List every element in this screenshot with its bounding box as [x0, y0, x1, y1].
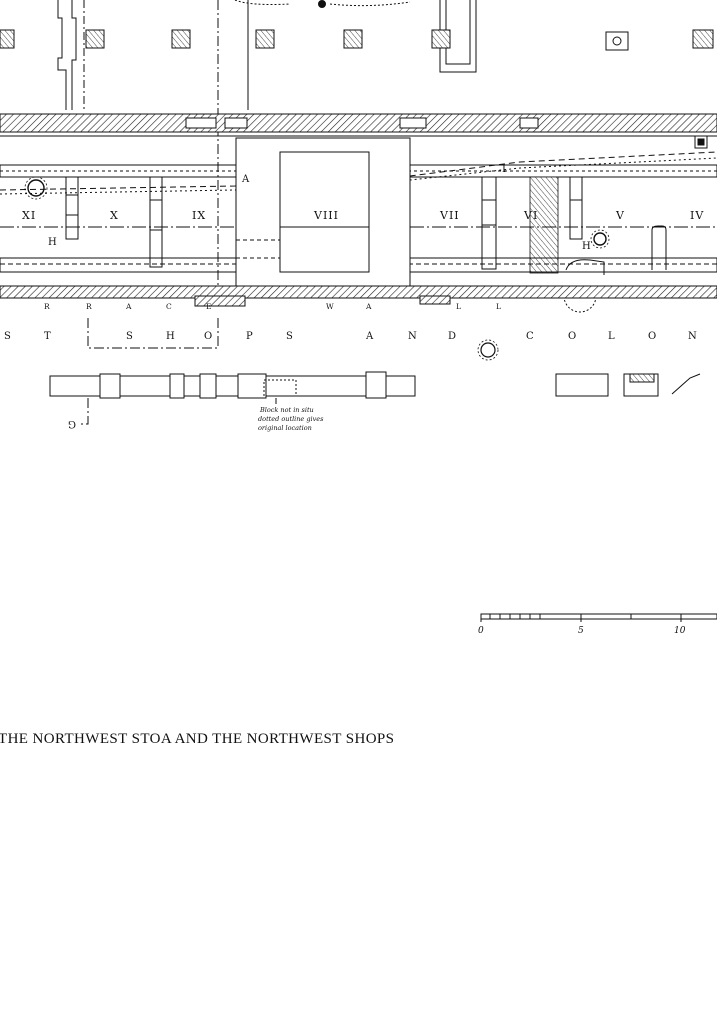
svg-text:L: L	[608, 331, 615, 342]
svg-text:C: C	[166, 302, 172, 311]
section-mark-a: A	[241, 174, 250, 185]
svg-text:R: R	[86, 302, 92, 311]
pier-bases	[0, 29, 714, 51]
svg-text:W: W	[326, 302, 334, 311]
section-mark-i: I	[502, 164, 506, 175]
room-label-viii: VIII	[313, 209, 339, 222]
section-markers: A H H I G	[48, 164, 591, 429]
svg-text:P: P	[246, 331, 253, 342]
svg-text:T: T	[44, 331, 51, 342]
svg-text:H: H	[166, 331, 175, 342]
svg-text:L: L	[496, 302, 501, 311]
scale-tick-10: 10	[674, 626, 686, 636]
section-mark-h-right: H	[582, 241, 591, 252]
terrace-wall-label: R R A C E W A L L	[44, 302, 501, 311]
svg-text:original location: original location	[258, 424, 312, 432]
scale-bar: 0 5 10	[478, 613, 717, 636]
wellheads	[24, 176, 610, 361]
svg-text:A: A	[125, 302, 132, 311]
room-label-iv: IV	[690, 209, 704, 222]
figure-caption: THE NORTHWEST STOA AND THE NORTHWEST SHO…	[0, 731, 395, 747]
svg-text:S: S	[4, 331, 11, 342]
svg-text:Block not in situ: Block not in situ	[259, 406, 314, 414]
room-label-vi: VI	[523, 209, 538, 222]
stoa-back-wall	[0, 113, 717, 149]
svg-text:A: A	[365, 302, 372, 311]
colonnade-foundation	[49, 318, 701, 425]
svg-text:N: N	[408, 331, 417, 342]
svg-text:S: S	[286, 331, 293, 342]
room-label-x: X	[110, 209, 119, 222]
svg-text:O: O	[204, 331, 212, 342]
room-label-xi: XI	[22, 209, 36, 222]
block-note: Block not in situ dotted outline gives o…	[258, 406, 324, 432]
room-label-v: V	[615, 209, 625, 222]
scale-tick-0: 0	[478, 626, 484, 636]
room-label-ix: IX	[192, 209, 206, 222]
shop-walls	[0, 137, 717, 287]
scale-tick-5: 5	[578, 626, 584, 636]
svg-text:O: O	[648, 331, 656, 342]
section-mark-g: G	[68, 418, 76, 429]
svg-text:D: D	[448, 331, 456, 342]
svg-text:C: C	[526, 331, 534, 342]
terrace-wall	[0, 285, 717, 307]
svg-text:A: A	[365, 331, 374, 342]
svg-text:dotted outline gives: dotted outline gives	[258, 415, 324, 423]
svg-text:O: O	[568, 331, 576, 342]
svg-text:S: S	[126, 331, 133, 342]
svg-text:N: N	[688, 331, 697, 342]
room-labels: XI X IX VIII VII VI V IV	[22, 209, 704, 222]
svg-text:E: E	[206, 302, 211, 311]
svg-text:L: L	[456, 302, 461, 311]
room-label-vii: VII	[439, 209, 460, 222]
shops-colonnade-label: S T S H O P S A N D C O L O N	[4, 331, 697, 342]
section-mark-h-left: H	[48, 237, 57, 248]
svg-text:R: R	[44, 302, 50, 311]
